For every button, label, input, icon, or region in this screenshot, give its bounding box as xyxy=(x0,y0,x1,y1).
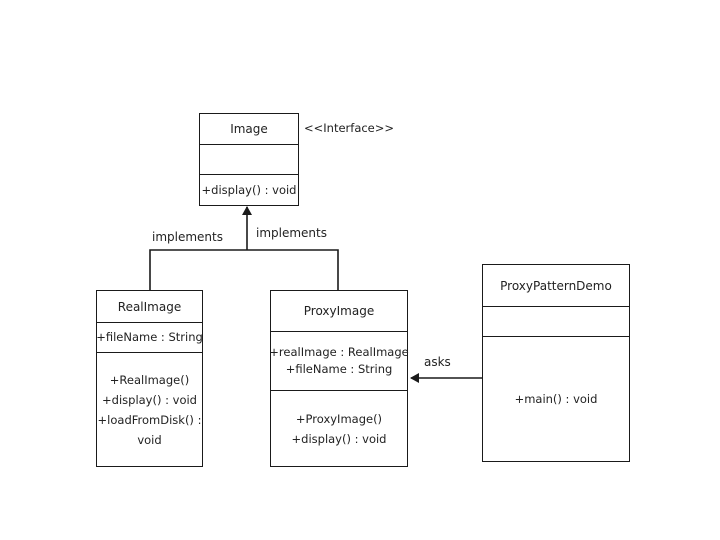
method-constructor: +ProxyImage() xyxy=(295,411,383,426)
class-image-attributes xyxy=(200,145,298,175)
class-realimage[interactable]: RealImage +fileName : String +RealImage(… xyxy=(96,290,203,467)
class-realimage-methods: +RealImage() +display() : void +loadFrom… xyxy=(97,353,202,466)
class-proxyimage-name: ProxyImage xyxy=(271,291,407,332)
asks-label: asks xyxy=(424,355,451,369)
attribute-filename: +fileName : String xyxy=(96,330,203,344)
implements-connector-realimage xyxy=(149,249,247,290)
attribute-realimage: +realImage : RealImage xyxy=(269,345,409,359)
class-proxypatterndemo[interactable]: ProxyPatternDemo +main() : void xyxy=(482,264,630,462)
class-proxyimage-attributes: +realImage : RealImage +fileName : Strin… xyxy=(269,332,409,391)
method-loadfromdisk-return: void xyxy=(137,432,162,447)
method-constructor: +RealImage() xyxy=(109,372,190,387)
class-image-methods: +display() : void xyxy=(200,175,298,205)
implements-label-realimage: implements xyxy=(152,230,223,244)
method-main: +main() : void xyxy=(514,392,598,406)
class-proxypatterndemo-methods: +main() : void xyxy=(483,337,629,461)
class-realimage-name: RealImage xyxy=(97,291,202,323)
class-realimage-attributes: +fileName : String xyxy=(96,323,203,353)
class-proxypatterndemo-name: ProxyPatternDemo xyxy=(483,265,629,307)
method-loadfromdisk: +loadFromDisk() : xyxy=(97,412,202,427)
class-proxyimage[interactable]: ProxyImage +realImage : RealImage +fileN… xyxy=(269,290,409,467)
class-image-method: +display() : void xyxy=(201,183,297,197)
attribute-filename: +fileName : String xyxy=(285,362,393,376)
implements-label-proxyimage: implements xyxy=(256,226,327,240)
method-display: +display() : void xyxy=(102,392,197,407)
class-image-name: Image xyxy=(200,114,298,145)
image-stereotype: <<Interface>> xyxy=(304,121,395,135)
implements-connector-proxyimage xyxy=(247,249,339,290)
class-proxypatterndemo-attributes xyxy=(483,307,629,337)
class-image[interactable]: Image +display() : void xyxy=(199,113,299,206)
class-proxyimage-methods: +ProxyImage() +display() : void xyxy=(271,391,407,466)
method-display: +display() : void xyxy=(291,431,387,446)
